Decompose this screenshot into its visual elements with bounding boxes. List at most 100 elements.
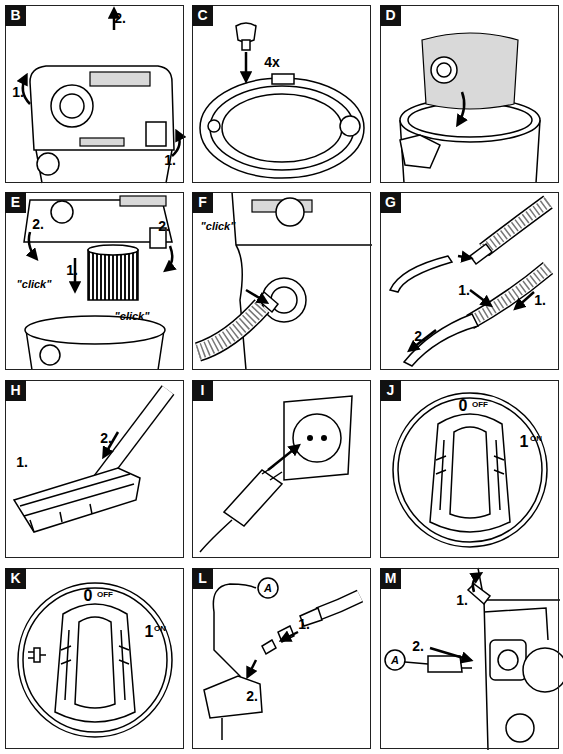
- filter-basket-ring-part: [208, 120, 220, 132]
- hose-connection-part: [258, 292, 278, 312]
- step-number: 1.: [456, 592, 468, 608]
- device-socket-part: [484, 608, 548, 640]
- callout-text: "click": [201, 220, 236, 232]
- hose-handle-assembly-part: [470, 268, 548, 322]
- step-number: ON: [154, 624, 166, 633]
- vacuum-head-removal-part: [146, 122, 166, 146]
- step-number: OFF: [472, 400, 488, 409]
- step-number: 1.: [66, 262, 78, 278]
- cartridge-filter-install-part: [166, 246, 172, 270]
- filter-bag-insert: [400, 33, 540, 183]
- device-socket-part: [385, 650, 405, 670]
- step-panel: H: [5, 380, 184, 558]
- vacuum-head-removal-part: [30, 66, 174, 150]
- vacuum-head-removal-part: [36, 150, 172, 183]
- mains-plug-socket-part: [307, 435, 313, 441]
- device-socket-part: [462, 660, 472, 668]
- hose-connection-part: [276, 198, 304, 226]
- power-dial-auto-part: [28, 648, 46, 662]
- step-number: 1.: [16, 454, 28, 470]
- step-panel: D: [380, 5, 559, 183]
- floor-nozzle-part: [20, 474, 134, 516]
- step-number: 2.: [412, 638, 424, 654]
- step-panel: I: [192, 380, 371, 558]
- mains-plug-socket-part: [321, 435, 327, 441]
- step-number: 0: [84, 587, 93, 605]
- step-number: 2.: [114, 10, 126, 26]
- hose-handle-assembly-part: [516, 292, 534, 308]
- step-panel: J: [380, 380, 559, 558]
- vacuum-head-removal-part: [37, 153, 59, 175]
- step-panel: F: [192, 192, 371, 370]
- filter-bag-insert-part: [437, 63, 451, 77]
- filter-basket-ring-part: [272, 74, 294, 84]
- filter-basket-ring-part: [340, 116, 360, 136]
- power-tool-connection-part: [282, 632, 298, 640]
- power-dial-auto: [18, 583, 172, 737]
- power-dial-part: [393, 393, 547, 547]
- hose-handle-assembly-part: [470, 268, 548, 322]
- power-tool-connection-part: [221, 718, 223, 740]
- power-tool-connection-part: [204, 676, 262, 718]
- step-letter: B: [5, 5, 26, 26]
- step-letter: E: [5, 192, 26, 213]
- step-number: 4x: [264, 54, 280, 70]
- step-number: 2.: [158, 218, 170, 234]
- step-number: 1.: [534, 292, 546, 308]
- step-number: OFF: [97, 590, 113, 599]
- hose-connection-part: [246, 290, 266, 302]
- floor-nozzle-part: [14, 468, 140, 532]
- hose-handle-assembly-part: [390, 256, 452, 292]
- step-number: 2.: [414, 328, 426, 344]
- power-tool-connection-part: [318, 596, 360, 614]
- step-letter: M: [380, 568, 401, 589]
- step-number: 2.: [32, 216, 44, 232]
- step-panel: G: [380, 192, 559, 370]
- step-letter: D: [380, 5, 401, 26]
- hose-connection: [198, 192, 372, 370]
- step-letter: H: [5, 380, 26, 401]
- mains-plug-socket: [200, 396, 352, 552]
- floor-nozzle-part: [30, 504, 92, 532]
- hose-connection-part: [198, 306, 262, 352]
- filter-basket-ring-part: [210, 86, 354, 170]
- hose-handle-assembly-part: [484, 202, 548, 250]
- step-number: 1: [520, 433, 529, 451]
- device-socket-part: [523, 648, 563, 692]
- hose-connection-part: [198, 306, 262, 352]
- power-tool-connection-part: [258, 578, 278, 598]
- step-number: ON: [530, 434, 542, 443]
- device-socket-part: [428, 656, 462, 672]
- floor-nozzle-part: [100, 390, 168, 480]
- device-socket-part: [498, 650, 518, 670]
- filter-basket-ring-part: [242, 40, 250, 50]
- power-tool-connection-part: [248, 660, 256, 676]
- floor-nozzle-part: [100, 390, 168, 480]
- mains-plug-socket-part: [200, 520, 232, 552]
- cartridge-filter-install-part: [29, 232, 36, 258]
- device-socket-part: [506, 714, 534, 742]
- cartridge-filter-install-part: [40, 345, 60, 365]
- cartridge-filter-install-part: [120, 196, 166, 206]
- step-letter: C: [192, 5, 213, 26]
- hose-handle-assembly-part: [458, 256, 470, 258]
- mains-plug-socket-part: [284, 396, 352, 480]
- step-letter: I: [192, 380, 213, 401]
- floor-nozzle: [14, 390, 168, 532]
- filter-basket-ring-part: [245, 52, 248, 80]
- device-socket: [385, 568, 563, 750]
- device-socket-part: [468, 584, 490, 604]
- filter-bag-insert-part: [458, 92, 464, 124]
- step-panel: C: [192, 5, 371, 183]
- step-letter: L: [192, 568, 213, 589]
- callout-text: A: [391, 654, 399, 666]
- device-socket-part: [405, 662, 428, 664]
- power-dial: [393, 393, 547, 547]
- step-letter: F: [192, 192, 213, 213]
- step-number: 1.: [164, 152, 176, 168]
- vacuum-head-removal-part: [51, 85, 93, 127]
- step-number: 1.: [458, 282, 470, 298]
- hose-handle-assembly: [390, 202, 548, 366]
- callout-text: A: [264, 582, 272, 594]
